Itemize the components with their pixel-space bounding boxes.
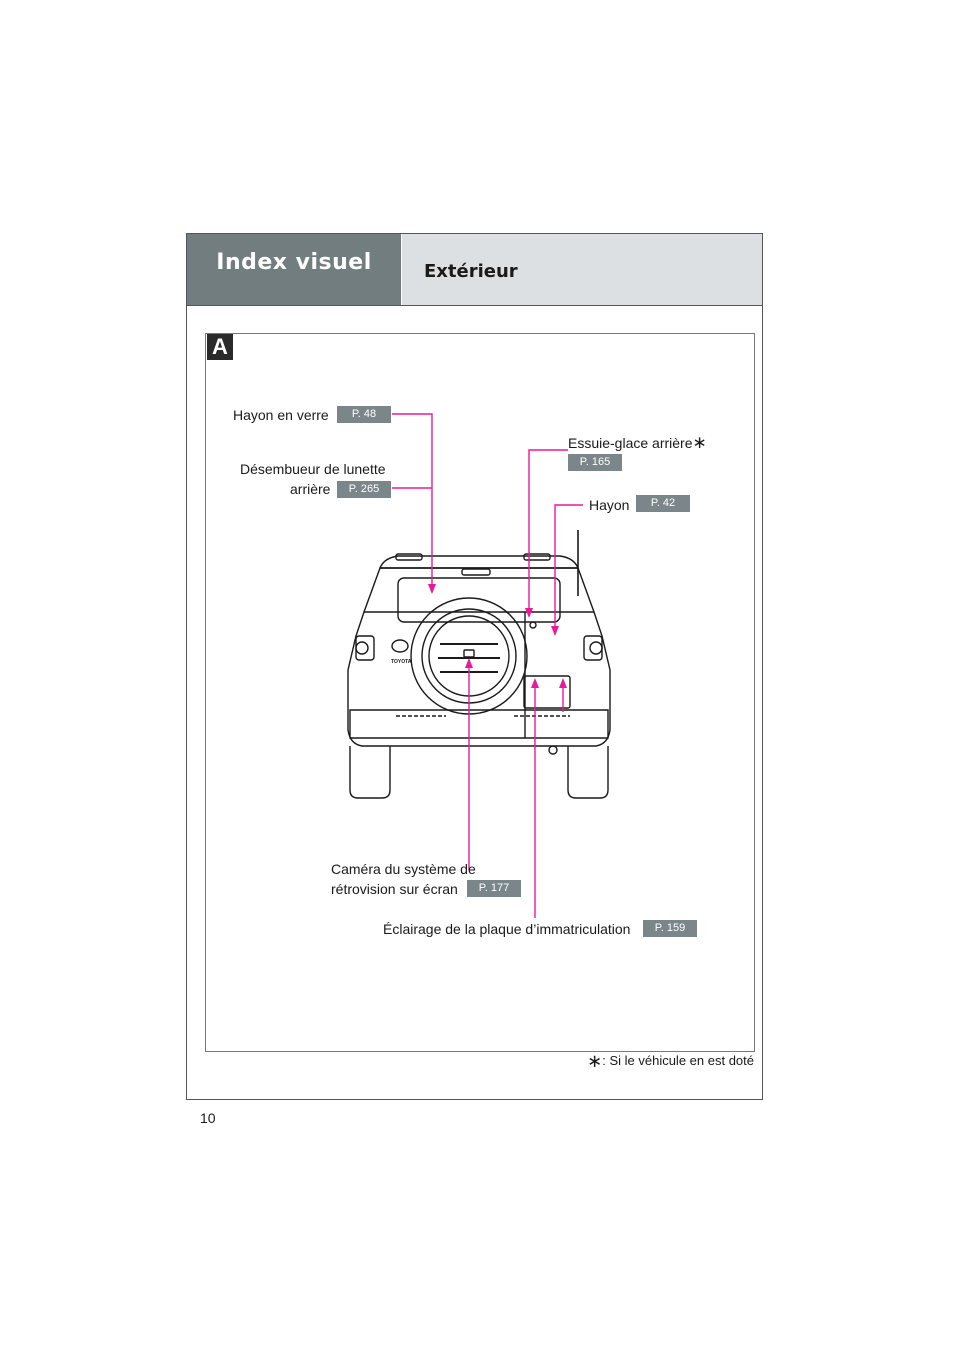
panel-tag: A: [207, 334, 233, 360]
callout-hayon-ref[interactable]: P. 42: [636, 495, 690, 512]
rear-window: [397, 577, 561, 623]
page-number: 10: [200, 1110, 216, 1126]
header-rule: [187, 305, 762, 306]
body-outline: [347, 567, 611, 747]
callout-desembueur-label-line2: arrière: [290, 481, 331, 497]
leader-hayon: [554, 504, 583, 632]
subsection-title: Extérieur: [424, 261, 518, 282]
callout-desembueur-label-line1: Désembueur de lunette: [240, 461, 386, 477]
asterisk-icon: ∗: [692, 433, 707, 452]
stop-light: [461, 568, 491, 576]
rear-wiper-pivot: [529, 621, 537, 629]
tail-light-right: [583, 635, 603, 661]
page-frame: [186, 233, 763, 1100]
leader-hayon-en-verre: [392, 413, 433, 590]
callout-essuie-glace-text: Essuie-glace arrière: [568, 435, 693, 451]
leader-essuie-glace: [528, 449, 568, 614]
header-subsection-bar: [402, 234, 762, 305]
rear-camera: [463, 649, 475, 658]
toyota-emblem-icon: [391, 639, 409, 653]
roof-rail-right: [523, 553, 551, 561]
tail-light-left: [355, 635, 375, 661]
header-section-tab: [187, 234, 401, 305]
rear-bumper: [349, 709, 609, 739]
callout-hayon-label: Hayon: [589, 497, 630, 513]
illustration-panel: [205, 333, 755, 1052]
callout-camera-label-line1: Caméra du système de: [331, 861, 476, 877]
callout-plaque-ref[interactable]: P. 159: [643, 920, 697, 937]
callout-essuie-glace-ref[interactable]: P. 165: [568, 454, 622, 471]
vehicle-badge-text: TOYOTA: [391, 659, 412, 665]
license-plate: [523, 675, 571, 709]
section-title: Index visuel: [216, 250, 372, 275]
footnote: ∗: Si le véhicule en est doté: [587, 1051, 754, 1072]
callout-camera-label-line2: rétrovision sur écran: [331, 881, 458, 897]
tire-right: [567, 746, 609, 799]
callout-plaque-label: Éclairage de la plaque d’immatriculation: [383, 921, 631, 937]
roof-rail-left: [395, 553, 423, 561]
callout-hayon-en-verre-label: Hayon en verre: [233, 407, 329, 423]
callout-hayon-en-verre-ref[interactable]: P. 48: [337, 406, 391, 423]
callout-essuie-glace-label: Essuie-glace arrière∗: [568, 434, 707, 452]
footnote-text: : Si le véhicule en est doté: [602, 1053, 754, 1068]
callout-desembueur-ref[interactable]: P. 265: [337, 481, 391, 498]
tire-left: [349, 746, 391, 799]
callout-camera-ref[interactable]: P. 177: [467, 880, 521, 897]
asterisk-icon: ∗: [587, 1051, 603, 1071]
roof-outline: [378, 555, 580, 569]
tow-hitch: [548, 745, 558, 755]
